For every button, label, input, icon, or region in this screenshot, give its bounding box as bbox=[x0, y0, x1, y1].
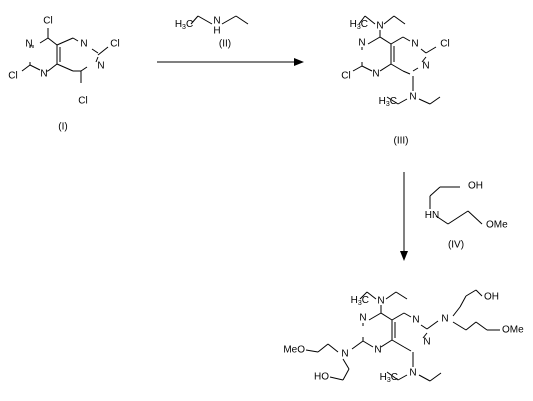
reaction-arrow-2 bbox=[400, 172, 408, 261]
product-n-lower-left: N bbox=[374, 345, 381, 356]
compound-3-h3c-top: H3C bbox=[350, 19, 368, 31]
product-n-upper-right: N bbox=[412, 315, 419, 326]
reagent-2-h: H bbox=[213, 26, 220, 37]
atom-n-upper-left: N bbox=[25, 39, 32, 50]
atom-cl-right: Cl bbox=[110, 39, 119, 50]
compound-3-n-bottom-amine: N bbox=[409, 92, 416, 103]
atom-cl-left: Cl bbox=[8, 71, 17, 82]
product-n-top-amine: N bbox=[377, 296, 384, 307]
product-ome-right: OMe bbox=[502, 325, 524, 336]
compound-2-structure: H3C N H (II) bbox=[175, 15, 249, 50]
compound-3-h3c-bottom: H3C bbox=[379, 96, 397, 108]
compound-1-structure bbox=[21, 28, 109, 83]
atom-cl-bottom: Cl bbox=[78, 96, 87, 107]
product-h3c-top: H3C bbox=[351, 295, 369, 307]
product-n-right-amine: N bbox=[441, 314, 448, 325]
product-n-bottom-amine: N bbox=[409, 368, 416, 379]
compound-3-n-lower-right: N bbox=[422, 61, 429, 72]
compound-2-label: (II) bbox=[219, 39, 231, 50]
compound-4-label: (IV) bbox=[448, 240, 464, 251]
product-oh-right: OH bbox=[484, 292, 499, 303]
reagent-4-hn: HN bbox=[425, 210, 439, 221]
reagent-2-n: N bbox=[213, 16, 220, 27]
product-n-upper-left: N bbox=[359, 313, 366, 324]
compound-1-atom-labels: Cl N N Cl N N Cl Cl (I) bbox=[8, 16, 119, 133]
product-meo-left: MeO bbox=[283, 345, 305, 356]
atom-cl-top: Cl bbox=[43, 16, 52, 27]
product-n-left-amine: N bbox=[341, 349, 348, 360]
compound-1-label: (I) bbox=[58, 122, 67, 133]
atom-n-upper-right: N bbox=[80, 39, 87, 50]
product-ho-left: HO bbox=[314, 372, 329, 383]
compound-3-n-lower-left: N bbox=[372, 69, 379, 80]
reagent-4-ome: OMe bbox=[486, 220, 508, 231]
compound-3-cl-left: Cl bbox=[341, 71, 350, 82]
product-n-lower-right: N bbox=[423, 337, 430, 348]
product-h3c-bottom: H3C bbox=[380, 372, 398, 384]
reagent-4-oh: OH bbox=[468, 181, 483, 192]
compound-3-n-top-amine: N bbox=[376, 21, 383, 32]
compound-3-n-upper-right: N bbox=[411, 39, 418, 50]
compound-4-structure: OH HN OMe (IV) bbox=[425, 181, 508, 251]
atom-n-lower-left: N bbox=[40, 69, 47, 80]
atom-n-lower-right: N bbox=[97, 61, 104, 72]
reaction-arrow-1 bbox=[157, 58, 304, 66]
compound-3-structure: H3C N N N Cl N N Cl H3C N (III) bbox=[341, 15, 450, 147]
compound-3-cl-right: Cl bbox=[440, 39, 449, 50]
reagent-2-h3c: H3C bbox=[175, 19, 193, 31]
compound-3-n-upper-left: N bbox=[358, 38, 365, 49]
compound-3-label: (III) bbox=[394, 136, 409, 147]
product-structure: H3C N N N N OH OMe N N N MeO HO H3C N bbox=[283, 289, 524, 384]
